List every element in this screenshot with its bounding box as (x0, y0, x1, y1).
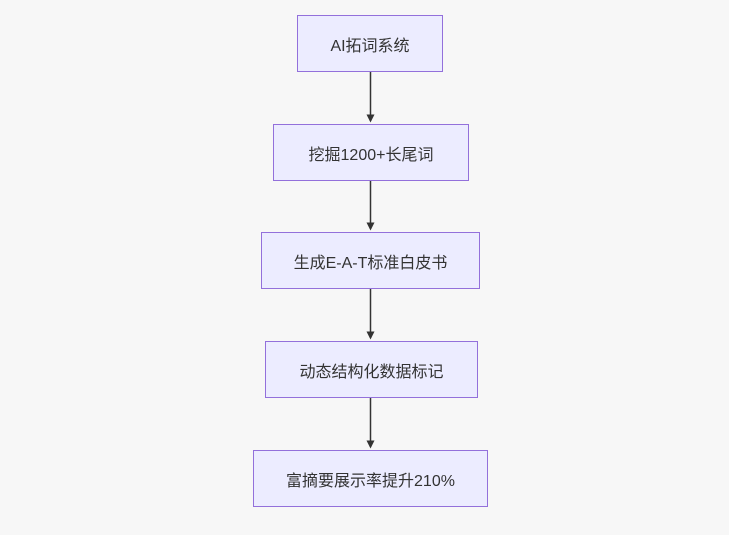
flow-node-label: 富摘要展示率提升210% (286, 472, 455, 490)
flow-node-label: 生成E-A-T标准白皮书 (293, 254, 448, 272)
flow-node-label: 动态结构化数据标记 (299, 363, 444, 381)
flow-node-label: AI拓词系统 (330, 37, 410, 55)
flow-node-longtail-mining: 挖掘1200+长尾词 (273, 124, 469, 181)
flow-node-label: 挖掘1200+长尾词 (308, 146, 434, 164)
flow-node-eat-whitepaper: 生成E-A-T标准白皮书 (261, 232, 480, 289)
flow-node-rich-snippet-result: 富摘要展示率提升210% (253, 450, 488, 507)
flow-node-structured-data: 动态结构化数据标记 (265, 341, 478, 398)
flow-node-ai-system: AI拓词系统 (297, 15, 443, 72)
